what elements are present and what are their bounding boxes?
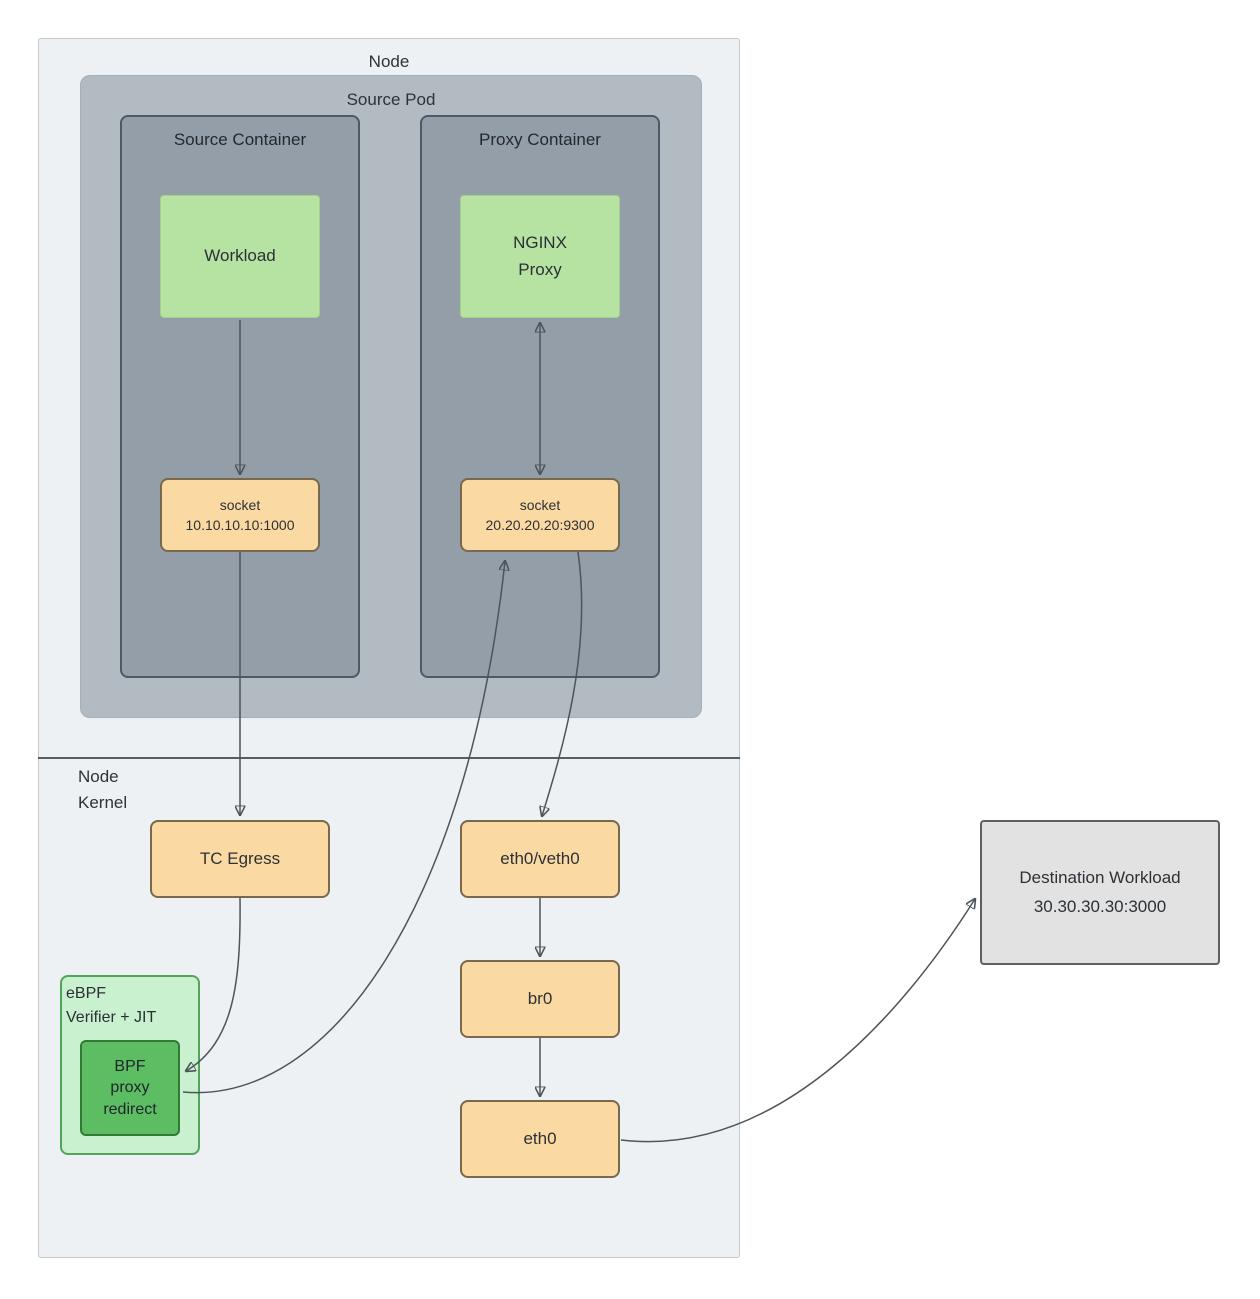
bpf-proxy-redirect-node: BPF proxy redirect [80, 1040, 180, 1136]
proxy-container-title: Proxy Container [479, 130, 601, 149]
source-socket-node: socket 10.10.10.10:1000 [160, 478, 320, 552]
source-pod-title: Source Pod [346, 90, 436, 109]
tc-egress-node: TC Egress [150, 820, 330, 898]
workload-node: Workload [160, 195, 320, 318]
ebpf-verifier-jit-label: eBPF Verifier + JIT [66, 985, 157, 1026]
node-kernel-divider [38, 757, 740, 759]
source-container-title: Source Container [173, 130, 307, 149]
nginx-proxy-node: NGINX Proxy [460, 195, 620, 318]
br0-node: br0 [460, 960, 620, 1038]
destination-workload-node: Destination Workload 30.30.30.30:3000 [980, 820, 1220, 965]
eth0-veth0-node: eth0/veth0 [460, 820, 620, 898]
node-kernel-label: Node Kernel [78, 767, 128, 813]
node-title: Node [368, 52, 410, 71]
proxy-socket-node: socket 20.20.20.20:9300 [460, 478, 620, 552]
eth0-node: eth0 [460, 1100, 620, 1178]
